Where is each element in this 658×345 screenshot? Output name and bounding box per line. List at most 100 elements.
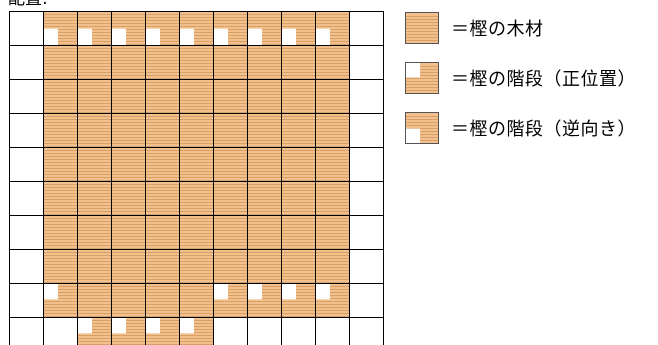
grid-cell-wood — [179, 147, 213, 181]
grid-cell-wood — [145, 249, 179, 283]
grid-cell-wood — [43, 79, 77, 113]
grid-cell-wood — [213, 249, 247, 283]
grid-cell-empty — [349, 11, 383, 45]
grid-cell-wood — [315, 249, 349, 283]
grid-cell-wood — [213, 113, 247, 147]
grid-cell-wood — [77, 283, 111, 317]
grid-cell-empty — [349, 45, 383, 79]
grid-lines — [9, 11, 384, 345]
grid-cell-wood — [77, 181, 111, 215]
grid-cell-wood — [315, 215, 349, 249]
grid-cell-wood — [281, 79, 315, 113]
grid-cell-empty — [9, 147, 43, 181]
grid-cell-wood — [213, 147, 247, 181]
grid-cell-stair-reverse — [145, 11, 179, 45]
grid-cell-wood — [111, 249, 145, 283]
grid-cell-empty — [9, 11, 43, 45]
grid-cell-stair-normal — [111, 317, 145, 345]
grid-cell-wood — [247, 215, 281, 249]
grid-cell-empty — [315, 317, 349, 345]
legend-item-oak-stairs-reverse: ＝樫の階段（逆向き） — [405, 112, 657, 144]
legend-item-oak-stairs-normal: ＝樫の階段（正位置） — [405, 62, 657, 94]
grid-cell-empty — [9, 317, 43, 345]
grid-cell-wood — [43, 181, 77, 215]
oak-stairs-reverse-icon — [405, 112, 439, 144]
grid-cell-wood — [43, 215, 77, 249]
grid-cell-empty — [247, 317, 281, 345]
grid-cell-stair-normal — [247, 283, 281, 317]
grid-cell-wood — [213, 215, 247, 249]
grid-cell-wood — [247, 181, 281, 215]
grid-cell-stair-reverse — [315, 11, 349, 45]
grid-cell-wood — [315, 45, 349, 79]
grid-cell-stair-reverse — [43, 11, 77, 45]
grid-cell-wood — [315, 181, 349, 215]
page-title: 配置: — [8, 0, 48, 8]
oak-planks-icon — [405, 12, 439, 44]
grid-cell-wood — [247, 79, 281, 113]
grid-cell-empty — [349, 317, 383, 345]
legend-item-oak-planks: ＝樫の木材 — [405, 12, 657, 44]
grid-cell-wood — [111, 147, 145, 181]
grid-cell-wood — [281, 113, 315, 147]
grid-cell-empty — [9, 249, 43, 283]
grid-cell-stair-normal — [43, 283, 77, 317]
grid-cell-wood — [247, 113, 281, 147]
grid-cell-stair-normal — [145, 317, 179, 345]
grid-cell-empty — [9, 79, 43, 113]
grid-cell-wood — [77, 215, 111, 249]
grid-cell-empty — [281, 317, 315, 345]
grid-cell-stair-normal — [213, 283, 247, 317]
grid-cell-wood — [281, 215, 315, 249]
grid-cell-stair-normal — [77, 317, 111, 345]
grid-cell-empty — [349, 79, 383, 113]
grid-cell-wood — [43, 45, 77, 79]
grid-cell-wood — [43, 113, 77, 147]
grid-cell-wood — [179, 79, 213, 113]
grid-cell-empty — [213, 317, 247, 345]
grid-cell-wood — [213, 79, 247, 113]
grid-cell-wood — [179, 215, 213, 249]
grid-cell-wood — [281, 147, 315, 181]
grid-cell-wood — [77, 113, 111, 147]
grid-cell-wood — [111, 113, 145, 147]
grid-cell-stair-reverse — [179, 11, 213, 45]
grid-cell-wood — [213, 181, 247, 215]
grid-cell-empty — [9, 113, 43, 147]
grid-cell-wood — [111, 79, 145, 113]
grid-cell-wood — [111, 45, 145, 79]
legend-label-oak-stairs-normal: ＝樫の階段（正位置） — [451, 69, 636, 90]
grid-cell-wood — [247, 147, 281, 181]
grid-cell-empty — [9, 181, 43, 215]
grid-cell-wood — [315, 79, 349, 113]
block-placement-grid — [9, 11, 384, 345]
grid-cell-stair-normal — [315, 283, 349, 317]
grid-cell-stair-normal — [281, 283, 315, 317]
grid-cell-empty — [9, 215, 43, 249]
grid-cell-empty — [43, 317, 77, 345]
grid-cell-wood — [43, 249, 77, 283]
grid-cell-empty — [9, 283, 43, 317]
grid-cell-wood — [145, 79, 179, 113]
grid-cell-wood — [111, 181, 145, 215]
grid-cell-wood — [281, 181, 315, 215]
grid-cell-empty — [349, 113, 383, 147]
grid-cell-wood — [77, 147, 111, 181]
grid-cell-wood — [179, 249, 213, 283]
grid-cell-stair-reverse — [111, 11, 145, 45]
grid-cell-wood — [247, 249, 281, 283]
grid-cell-stair-reverse — [77, 11, 111, 45]
grid-cell-wood — [281, 45, 315, 79]
grid-cell-wood — [43, 147, 77, 181]
grid-cell-wood — [179, 45, 213, 79]
grid-cell-wood — [111, 283, 145, 317]
grid-cell-empty — [349, 249, 383, 283]
grid-cell-stair-reverse — [281, 11, 315, 45]
oak-stairs-normal-icon — [405, 62, 439, 94]
grid-cell-wood — [213, 45, 247, 79]
grid-cell-wood — [247, 45, 281, 79]
grid-cell-wood — [145, 45, 179, 79]
grid-cell-wood — [179, 113, 213, 147]
grid-cell-wood — [145, 147, 179, 181]
grid-cell-stair-reverse — [247, 11, 281, 45]
